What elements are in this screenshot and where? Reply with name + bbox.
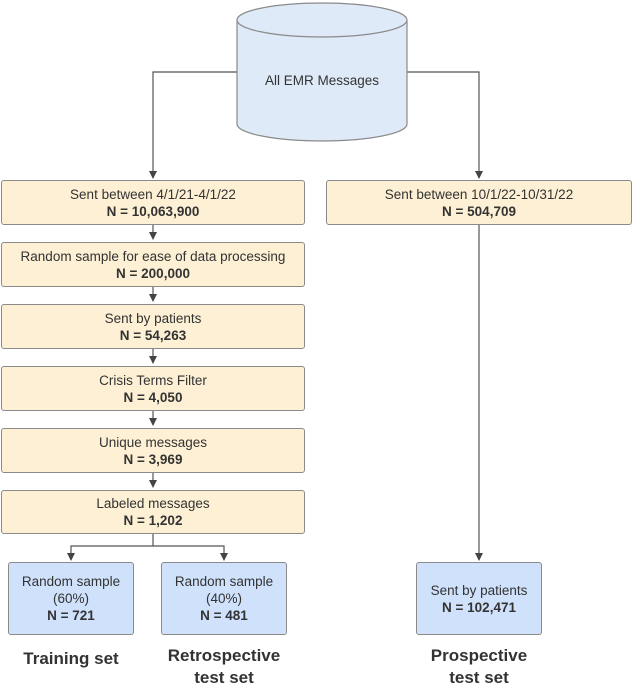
caption-prospective-set: Prospective test set (409, 645, 549, 689)
output-box-retrospective: Random sample (40%) N = 481 (161, 562, 287, 635)
step-box-date-range: Sent between 4/1/21-4/1/22 N = 10,063,90… (1, 180, 305, 225)
step-count: N = 4,050 (123, 389, 183, 405)
output-percent: (60%) (52, 591, 89, 606)
caption-training-set: Training set (6, 648, 136, 670)
output-count: N = 721 (47, 608, 95, 623)
caption-line: Prospective (430, 646, 528, 665)
connector-source-to-right (407, 71, 483, 179)
caption-line: test set (194, 668, 254, 687)
step-box-sent-by-patients: Sent by patients N = 54,263 (1, 304, 305, 349)
step-text: Random sample for ease of data processin… (20, 248, 286, 264)
output-percent: (40%) (205, 591, 242, 606)
connector-split-training (67, 534, 154, 561)
step-text: Crisis Terms Filter (99, 372, 207, 388)
caption-retrospective-set: Retrospective test set (154, 645, 294, 689)
step-box-unique-messages: Unique messages N = 3,969 (1, 428, 305, 473)
step-count: N = 504,709 (442, 203, 516, 219)
output-count: N = 102,471 (442, 599, 516, 615)
output-text: Random sample (174, 574, 274, 589)
output-count: N = 481 (200, 608, 248, 623)
step-text: Sent by patients (104, 310, 202, 326)
caption-line: Training set (23, 649, 119, 668)
output-text: Random sample (21, 574, 121, 589)
connector-split-retrospective (153, 545, 228, 561)
step-text: Unique messages (98, 434, 208, 450)
database-cylinder-icon (236, 2, 408, 142)
step-box-random-sample: Random sample for ease of data processin… (1, 242, 305, 287)
step-text: Labeled messages (96, 496, 210, 511)
source-label: All EMR Messages (264, 73, 380, 88)
step-box-crisis-filter: Crisis Terms Filter N = 4,050 (1, 366, 305, 411)
step-text: Sent between 10/1/22-10/31/22 (384, 186, 574, 202)
output-box-training: Random sample (60%) N = 721 (8, 562, 134, 635)
step-box-prospective-date-range: Sent between 10/1/22-10/31/22 N = 504,70… (326, 180, 632, 225)
caption-line: test set (449, 668, 509, 687)
caption-line: Retrospective (167, 646, 281, 665)
output-text: Sent by patients (430, 582, 528, 598)
output-box-prospective: Sent by patients N = 102,471 (416, 562, 542, 635)
step-box-labeled-messages: Labeled messages N = 1,202 (1, 490, 305, 534)
step-count: N = 54,263 (119, 327, 187, 343)
step-text: Sent between 4/1/21-4/1/22 (70, 186, 236, 202)
step-count: N = 200,000 (116, 265, 190, 281)
connector-source-to-left (149, 71, 237, 179)
step-count: N = 3,969 (123, 451, 183, 467)
step-count: N = 10,063,900 (106, 203, 200, 219)
step-count: N = 1,202 (123, 513, 183, 528)
